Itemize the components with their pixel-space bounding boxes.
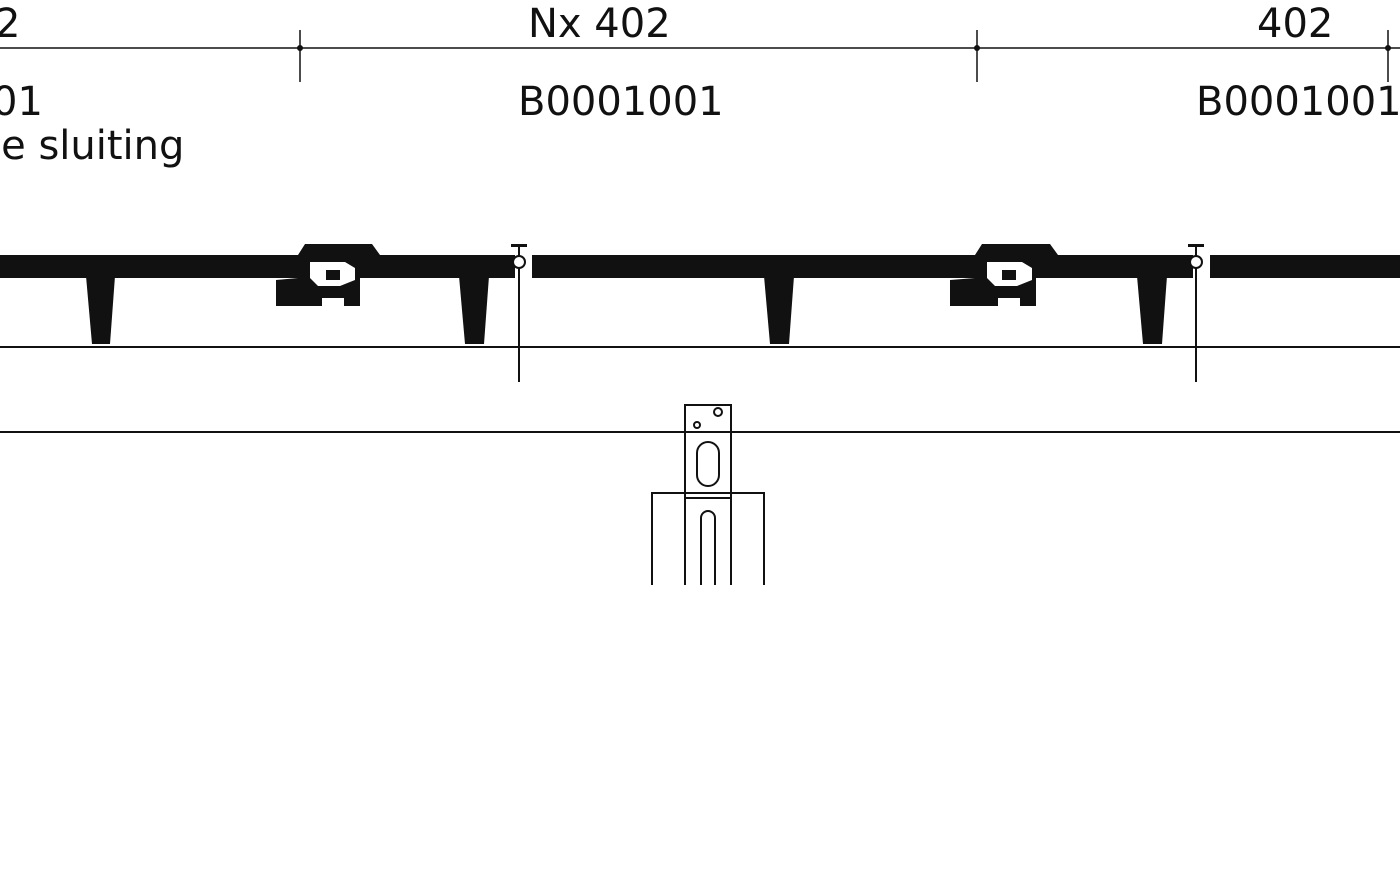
support-bracket [651, 404, 765, 585]
nail [511, 244, 527, 382]
dimension-tick [297, 45, 303, 51]
dimension-tick [974, 45, 980, 51]
dimension-label-middle: Nx 402 [528, 1, 671, 47]
dimension-line [0, 30, 1400, 82]
code-label-left: 01 [0, 79, 43, 125]
code-label-right: B0001001 [1196, 79, 1400, 125]
dimension-label-right: 402 [1257, 1, 1334, 47]
dimension-tick [1385, 45, 1391, 51]
nail [1188, 244, 1204, 382]
note-label-left: le sluiting [0, 123, 185, 169]
code-label-middle: B0001001 [518, 79, 724, 125]
interlock-clip [950, 244, 1058, 306]
tile-profile [0, 255, 1400, 344]
interlock-clip [276, 244, 380, 306]
dimension-label-left: 2 [0, 1, 21, 47]
